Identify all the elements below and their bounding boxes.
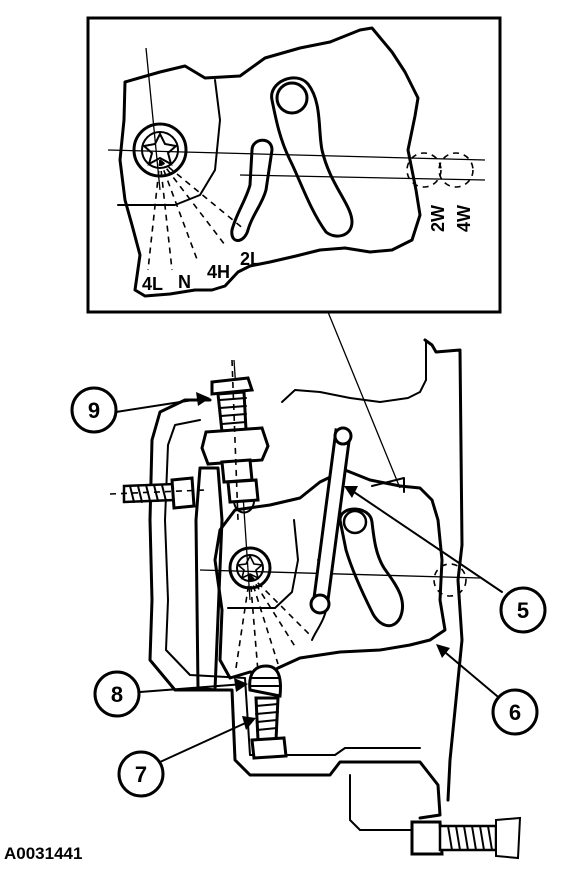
label-2l: 2L: [240, 249, 261, 269]
callout-8-number: 8: [111, 682, 123, 707]
main-mode-circle: [433, 563, 467, 597]
callout-6: 6: [436, 644, 539, 736]
label-4h: 4H: [207, 262, 230, 282]
mounting-bracket: [148, 398, 442, 820]
side-bolt-centerline: [109, 489, 206, 495]
bracket-tab: [349, 774, 416, 831]
transfer-case-assembly: [109, 338, 522, 860]
inset-slot-hole: [275, 81, 309, 115]
shift-rod-top-pivot: [333, 426, 353, 446]
callout-9-number: 9: [88, 398, 100, 423]
label-2w: 2W: [428, 205, 448, 232]
upper-bolt-centerline: [231, 359, 239, 521]
callout-6-number: 6: [509, 700, 521, 725]
main-position-fan: [235, 574, 311, 673]
lower-adjuster-bolt: [248, 664, 288, 760]
callout-8: 8: [93, 670, 248, 718]
inset-shift-centerline: [239, 174, 486, 181]
callout-9: 9: [70, 386, 210, 434]
detail-inset: 4L N 4H 2L 2W 4W: [86, 16, 502, 489]
housing-outline: [423, 338, 464, 802]
shift-rod-bottom-pivot: [309, 593, 331, 615]
upper-adjuster-bolt: [200, 376, 270, 514]
main-slot-hole: [342, 509, 368, 535]
mounting-bracket-inner: [164, 419, 421, 756]
label-4l: 4L: [142, 274, 163, 294]
callout-5-number: 5: [517, 598, 529, 623]
label-n: N: [178, 272, 191, 292]
main-pivot-bolt: [228, 546, 272, 590]
inset-lower-slot: [230, 138, 274, 242]
callout-5: 5: [344, 486, 547, 634]
inset-lever-plate: [118, 26, 422, 298]
callout-7-number: 7: [135, 762, 147, 787]
callout-7: 7: [117, 716, 256, 798]
inset-horizontal-centerline: [107, 149, 486, 161]
side-bolt: [122, 476, 196, 510]
figure-id: A0031441: [4, 844, 83, 863]
main-cam-slot: [338, 507, 405, 628]
inset-cam-slot: [270, 76, 354, 238]
housing-inner: [281, 341, 427, 403]
label-4w: 4W: [454, 205, 474, 232]
plate-detent-edge: [227, 519, 299, 609]
lever-reference-arrow: [371, 477, 405, 493]
main-horizontal-centerline: [199, 569, 481, 579]
bottom-mounting-bolt: [410, 816, 522, 860]
inset-4w-circle: [438, 152, 474, 188]
inset-vertical-centerline: [145, 47, 161, 191]
shift-lever-plate: [213, 468, 447, 680]
inset-position-fan: [147, 159, 246, 271]
shift-stop-plate: [194, 466, 224, 692]
inset-pivot-bolt: [132, 122, 188, 178]
inset-2w-circle: [406, 152, 442, 188]
